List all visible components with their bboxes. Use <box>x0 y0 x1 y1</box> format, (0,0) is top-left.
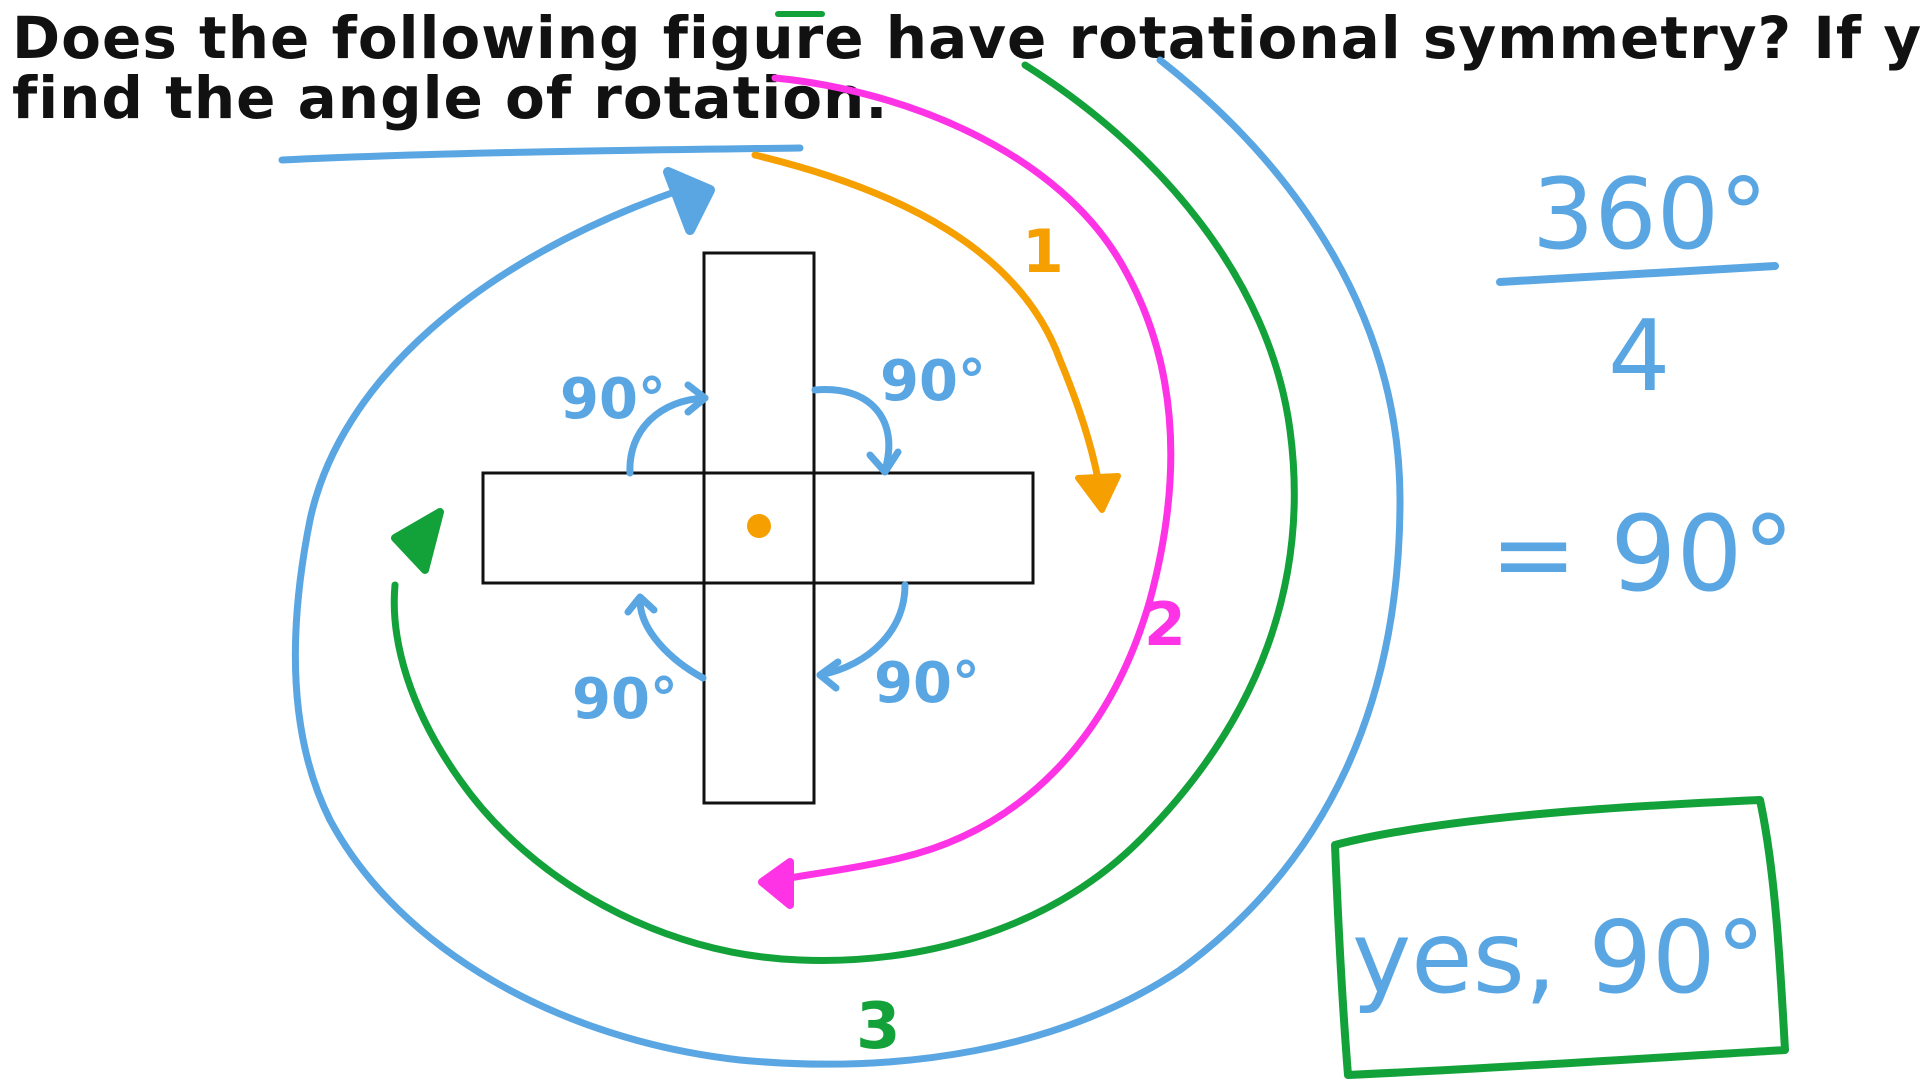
angle-labels: 90° 90° 90° 90° <box>560 349 986 732</box>
question-line-1: Does the following figure have rotationa… <box>12 4 1920 72</box>
angle-label-top-right: 90° <box>880 349 986 414</box>
arrow-bottom-left <box>636 596 707 682</box>
rotation-step-2-label: 2 <box>1144 590 1186 660</box>
calculation: 360° 4 = 90° <box>1490 158 1795 615</box>
question-text: Does the following figure have rotationa… <box>12 4 1920 132</box>
quarter-turn-arrows <box>624 381 909 692</box>
calc-result: = 90° <box>1490 493 1795 615</box>
rotation-arrow-4 <box>291 56 1404 1068</box>
angle-label-bottom-left: 90° <box>572 667 678 732</box>
calc-denominator: 4 <box>1608 300 1670 414</box>
angle-label-top-left: 90° <box>560 367 666 432</box>
rotation-arrow-3: 3 <box>390 61 1298 1064</box>
answer-box: yes, 90° <box>1331 796 1789 1079</box>
arrow-bottom-right <box>816 581 909 679</box>
center-dot <box>747 514 771 538</box>
arrow-top-left <box>626 394 709 477</box>
underline-angle-of-rotation <box>278 144 804 164</box>
rotation-arrow-1: 1 <box>751 151 1121 513</box>
rotation-step-3-label: 3 <box>856 990 901 1064</box>
arrow-top-right <box>811 386 893 474</box>
calc-numerator: 360° <box>1532 158 1768 272</box>
cross-horizontal-bar <box>481 471 1035 585</box>
rotation-step-1-label: 1 <box>1022 217 1064 287</box>
angle-label-bottom-right: 90° <box>874 651 980 716</box>
cross-figure <box>481 251 1035 805</box>
answer-text: yes, 90° <box>1352 899 1766 1016</box>
fraction-bar <box>1496 262 1779 286</box>
question-line-2: find the angle of rotation. <box>12 64 888 132</box>
rotation-arrow-2: 2 <box>758 74 1186 909</box>
